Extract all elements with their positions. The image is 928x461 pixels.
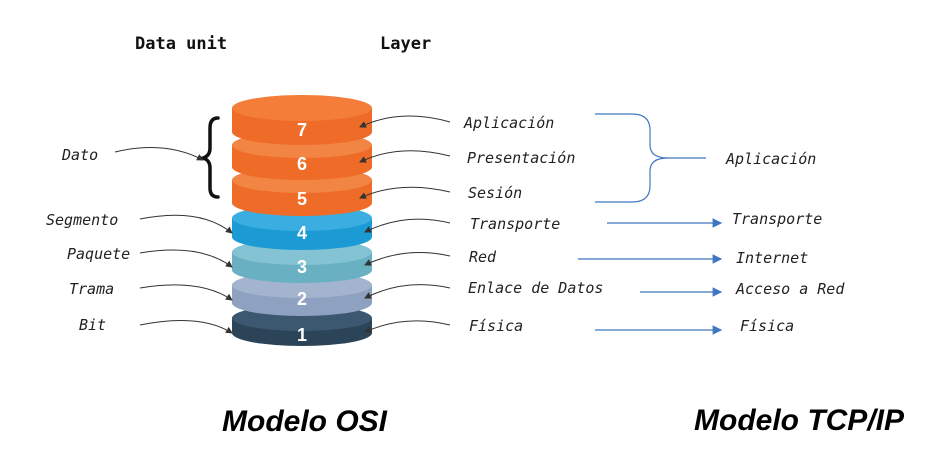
osi-layer-name: Enlace de Datos xyxy=(468,279,603,297)
layer-name-arrows xyxy=(359,115,451,333)
data-unit-label: Dato xyxy=(61,146,98,164)
data-unit-arrows xyxy=(114,147,233,334)
osi-layer-name: Sesión xyxy=(468,184,522,202)
osi-layer-names: Aplicación Presentación Sesión Transport… xyxy=(463,114,603,335)
osi-layer-name: Red xyxy=(469,248,497,266)
data-unit-header: Data unit xyxy=(135,34,227,54)
osi-layer-number: 4 xyxy=(297,223,307,243)
tcpip-layer-name: Aplicación xyxy=(725,150,816,168)
osi-layer-name: Física xyxy=(469,317,523,335)
data-unit-label: Bit xyxy=(79,316,106,334)
tcpip-layer-name: Acceso a Red xyxy=(735,280,845,298)
tcpip-model-title: Modelo TCP/IP xyxy=(694,404,905,437)
osi-layer-7: 7 xyxy=(232,95,372,145)
tcpip-layer-name: Internet xyxy=(736,249,808,267)
data-unit-brace xyxy=(196,116,220,199)
osi-layer-name: Presentación xyxy=(467,149,575,167)
osi-layer-number: 2 xyxy=(297,289,307,309)
osi-layer-number: 5 xyxy=(297,189,307,209)
osi-layer-name: Transporte xyxy=(470,215,560,233)
layer-header: Layer xyxy=(380,34,431,54)
tcpip-layer-names: Aplicación Transporte Internet Acceso a … xyxy=(725,150,845,335)
osi-model-title: Modelo OSI xyxy=(222,405,388,438)
osi-layer-number: 6 xyxy=(297,154,307,174)
tcpip-mapping-arrows xyxy=(578,218,723,335)
tcpip-layer-name: Física xyxy=(740,317,794,335)
data-unit-labels: Dato Segmento Paquete Trama Bit xyxy=(46,146,130,334)
osi-layer-number: 3 xyxy=(297,257,307,277)
osi-layer-name: Aplicación xyxy=(463,114,554,132)
data-unit-label: Paquete xyxy=(67,245,130,263)
osi-layer-number: 7 xyxy=(297,120,307,140)
osi-layer-stack: 1 2 3 4 5 6 xyxy=(232,95,372,346)
tcpip-application-brace xyxy=(595,113,706,203)
data-unit-label: Segmento xyxy=(46,211,118,229)
data-unit-label: Trama xyxy=(69,280,114,298)
tcpip-layer-name: Transporte xyxy=(732,210,822,228)
osi-layer-number: 1 xyxy=(297,325,307,345)
